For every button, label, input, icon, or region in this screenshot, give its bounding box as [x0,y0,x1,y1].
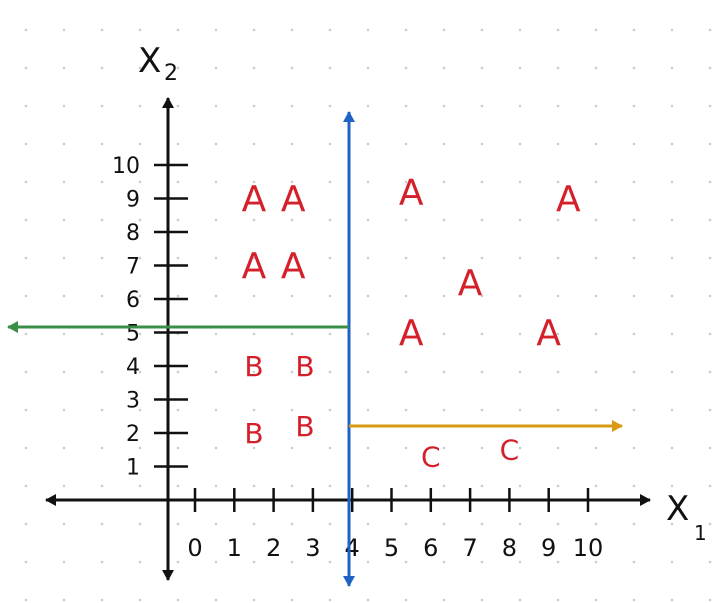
x-tick-label: 5 [384,534,399,562]
y-tick-label: 8 [126,221,140,246]
data-point-c: C [421,440,441,473]
x-tick-label: 9 [541,534,556,562]
x-tick-label: 8 [502,534,517,562]
y-axis-label: X [138,41,161,81]
data-point-b: B [244,417,263,450]
data-point-a: A [242,246,267,287]
data-point-a: A [281,246,306,287]
y-axis-subscript: 2 [164,61,178,86]
x-tick-label: 1 [227,534,242,562]
x-tick-label: 7 [462,534,477,562]
data-point-a: A [458,263,483,304]
data-point-a: A [242,179,267,220]
data-point-c: C [500,434,520,467]
y-tick-label: 5 [126,322,140,347]
x-tick-label: 6 [423,534,438,562]
x-tick-label: 4 [345,534,360,562]
x-axis-label: X [666,489,689,529]
data-point-b: B [244,350,263,383]
y-tick-label: 1 [126,456,140,481]
y-tick-label: 3 [126,389,140,414]
x-tick-label: 0 [187,534,202,562]
data-point-a: A [556,179,581,220]
y-axis-ticks: 1 2 3 4 5 6 7 8 9 10 [112,154,188,481]
x-tick-label: 2 [266,534,281,562]
x-axis-subscript: 1 [694,521,707,545]
y-tick-label: 2 [126,422,140,447]
y-tick-label: 6 [126,288,140,313]
y-tick-label: 4 [126,355,140,380]
y-tick-label: 10 [112,154,140,179]
data-point-b: B [295,410,314,443]
y-tick-label: 9 [126,188,140,213]
data-point-a: A [399,172,424,213]
data-point-b: B [295,350,314,383]
x-tick-label: 10 [573,534,604,562]
data-point-a: A [281,179,306,220]
data-point-a: A [536,313,561,354]
x-tick-label: 3 [305,534,320,562]
y-tick-label: 7 [126,255,140,280]
data-point-a: A [399,313,424,354]
